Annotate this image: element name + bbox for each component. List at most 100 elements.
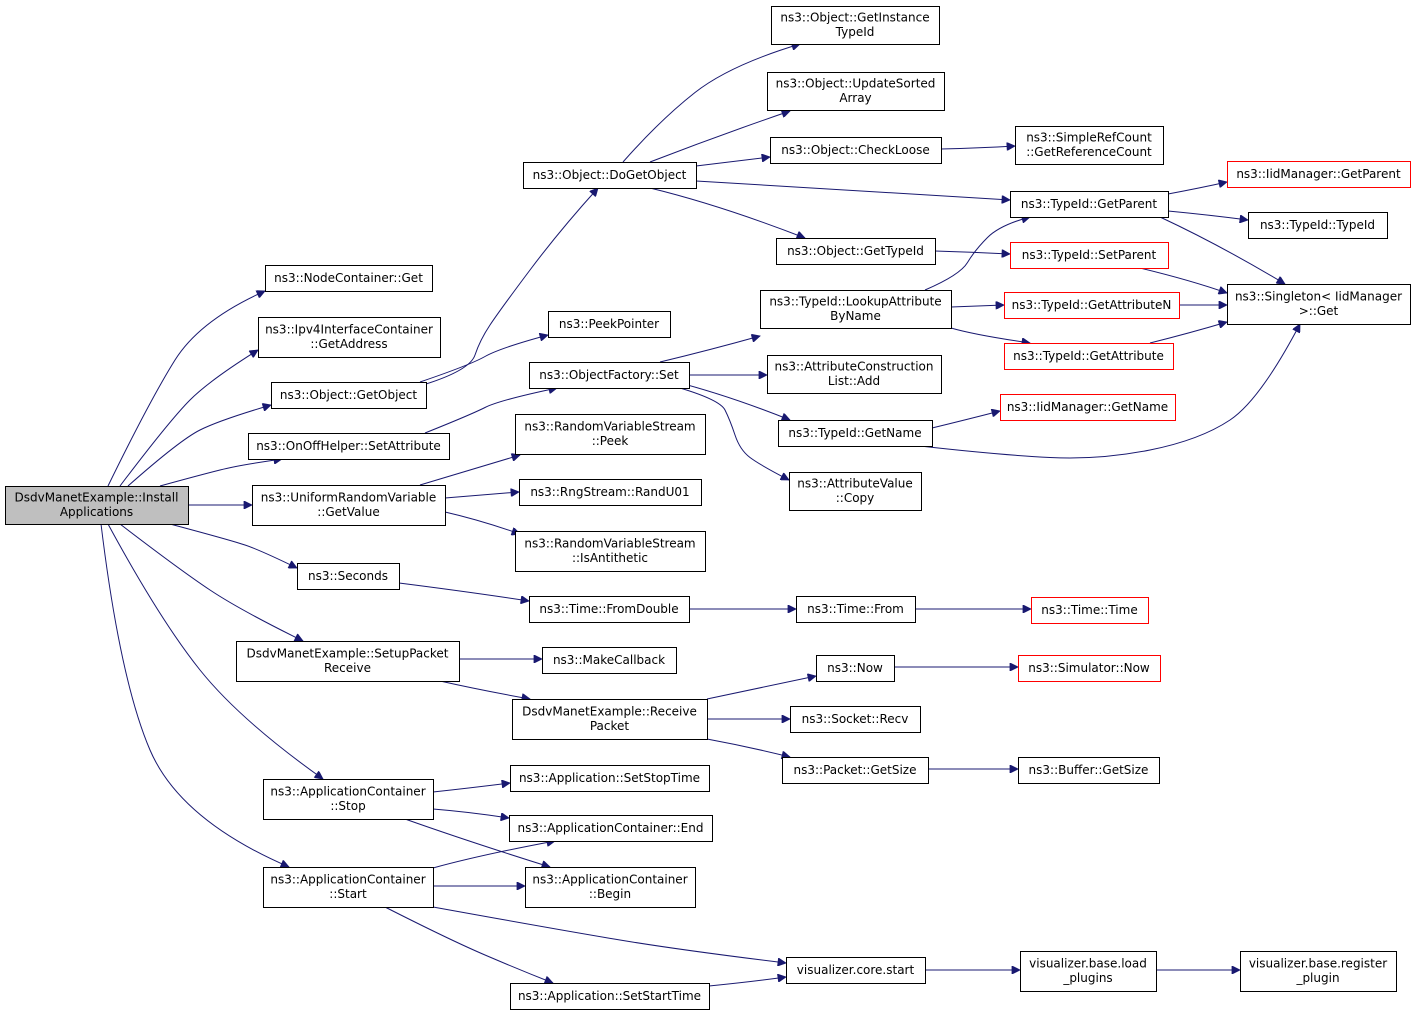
call-edge-tid_getname-to-singleton_get — [919, 324, 1301, 459]
call-edge-app_setstart-to-viz_core_start — [708, 977, 786, 987]
node-box — [5, 486, 189, 525]
function-node-obj-dogetobject[interactable]: ns3::Object::DoGetObject — [523, 162, 697, 189]
node-label: DsdvManetExample::SetupPacket — [247, 647, 449, 661]
function-node-obj-getobject[interactable]: ns3::Object::GetObject — [271, 382, 427, 409]
function-node-time-fromdouble[interactable]: ns3::Time::FromDouble — [529, 596, 690, 623]
node-label: ns3::AttributeConstruction — [775, 360, 934, 374]
node-box — [1227, 161, 1411, 188]
call-edge-recv_packet-to-packet_getsize — [706, 738, 790, 757]
function-node-src-getrefcount[interactable]: ns3::SimpleRefCount::GetReferenceCount — [1015, 126, 1164, 165]
function-node-obj-checkloose[interactable]: ns3::Object::CheckLoose — [770, 137, 942, 164]
function-node-attrval-copy[interactable]: ns3::AttributeValue::Copy — [789, 472, 922, 511]
node-box — [770, 137, 942, 164]
node-label: ns3::RngStream::RandU01 — [530, 485, 689, 499]
call-edge-obj_dogetobject-to-tid_getparent — [695, 180, 1010, 200]
node-label: List::Add — [828, 374, 880, 388]
function-node-tid-typeid[interactable]: ns3::TypeId::TypeId — [1248, 212, 1388, 239]
function-node-nc-get[interactable]: ns3::NodeContainer::Get — [265, 265, 433, 292]
function-node-tid-getattrn[interactable]: ns3::TypeId::GetAttributeN — [1004, 292, 1180, 319]
function-node-urv-getvalue[interactable]: ns3::UniformRandomVariable::GetValue — [252, 485, 446, 526]
function-node-tid-setparent[interactable]: ns3::TypeId::SetParent — [1010, 242, 1169, 269]
function-node-packet-getsize[interactable]: ns3::Packet::GetSize — [782, 757, 929, 784]
node-label: ns3::MakeCallback — [553, 653, 665, 667]
call-edge-root-to-onoff_setattr — [159, 459, 282, 487]
call-edge-tid_lookupattr-to-tid_getparent — [924, 217, 1030, 291]
function-node-time-time[interactable]: ns3::Time::Time — [1031, 597, 1149, 624]
function-node-tid-getname[interactable]: ns3::TypeId::GetName — [778, 420, 933, 447]
node-box — [1010, 242, 1169, 269]
node-box — [1227, 284, 1411, 325]
node-box — [529, 362, 690, 389]
function-node-sim-now[interactable]: ns3::Simulator::Now — [1018, 655, 1161, 682]
function-node-ac-begin[interactable]: ns3::ApplicationContainer::Begin — [525, 867, 696, 908]
node-label: Array — [839, 91, 871, 105]
node-box — [1015, 126, 1164, 165]
function-node-rvs-isanti[interactable]: ns3::RandomVariableStream::IsAntithetic — [515, 531, 706, 572]
node-box — [782, 757, 929, 784]
node-box — [778, 420, 933, 447]
function-node-makecallback[interactable]: ns3::MakeCallback — [542, 647, 677, 674]
function-node-iid-getname[interactable]: ns3::IidManager::GetName — [1000, 394, 1176, 421]
function-node-viz-registerplugin[interactable]: visualizer.base.register_plugin — [1240, 951, 1397, 992]
node-box — [252, 485, 446, 526]
node-box — [519, 479, 702, 506]
function-node-onoff-setattr[interactable]: ns3::OnOffHelper::SetAttribute — [248, 433, 450, 460]
call-edge-obj_dogetobject-to-obj_getinstance — [622, 44, 800, 163]
call-edge-root-to-setup_recv — [119, 523, 303, 641]
function-node-ac-end[interactable]: ns3::ApplicationContainer::End — [509, 815, 713, 842]
node-label: ::Begin — [589, 887, 631, 901]
node-label: ns3::ApplicationContainer — [532, 873, 687, 887]
function-node-socket-recv[interactable]: ns3::Socket::Recv — [790, 706, 921, 733]
node-label: ns3::Time::Time — [1041, 603, 1137, 617]
function-node-rng-randu01[interactable]: ns3::RngStream::RandU01 — [519, 479, 702, 506]
node-label: ::GetAddress — [310, 337, 387, 351]
node-label: ::GetValue — [317, 505, 379, 519]
call-edge-tid_lookupattr-to-tid_getattr — [950, 327, 1030, 343]
node-label: ns3::ApplicationContainer — [270, 785, 425, 799]
function-node-tid-getparent[interactable]: ns3::TypeId::GetParent — [1010, 191, 1169, 218]
call-edge-urv_getvalue-to-rvs_isanti — [444, 511, 520, 534]
function-node-obj-gettypeid[interactable]: ns3::Object::GetTypeId — [776, 238, 936, 265]
node-box — [297, 563, 400, 590]
node-box — [515, 414, 706, 455]
function-node-ipv4-getaddr[interactable]: ns3::Ipv4InterfaceContainer::GetAddress — [258, 317, 441, 358]
function-node-peekpointer[interactable]: ns3::PeekPointer — [548, 311, 671, 338]
function-node-tid-getattr[interactable]: ns3::TypeId::GetAttribute — [1004, 343, 1174, 370]
call-edge-of_set-to-attrval_copy — [679, 387, 789, 481]
node-box — [525, 867, 696, 908]
node-label: ns3::PeekPointer — [559, 317, 659, 331]
function-node-iid-getparent[interactable]: ns3::IidManager::GetParent — [1227, 161, 1411, 188]
function-node-now[interactable]: ns3::Now — [816, 655, 895, 682]
function-node-time-from[interactable]: ns3::Time::From — [796, 596, 916, 623]
node-box — [271, 382, 427, 409]
function-node-app-setstop[interactable]: ns3::Application::SetStopTime — [510, 765, 710, 792]
node-label: visualizer.base.register — [1249, 957, 1387, 971]
function-node-viz-loadplugins[interactable]: visualizer.base.load_plugins — [1020, 951, 1157, 992]
function-node-ac-stop[interactable]: ns3::ApplicationContainer::Stop — [263, 779, 434, 820]
node-label: ns3::SimpleRefCount — [1026, 131, 1152, 145]
node-box — [796, 596, 916, 623]
function-node-buffer-getsize[interactable]: ns3::Buffer::GetSize — [1018, 757, 1160, 784]
function-node-viz-core-start[interactable]: visualizer.core.start — [786, 957, 926, 984]
node-box — [786, 957, 926, 984]
call-edge-obj_getobject-to-peekpointer — [419, 335, 548, 383]
function-node-app-setstart[interactable]: ns3::Application::SetStartTime — [510, 983, 710, 1010]
function-node-seconds[interactable]: ns3::Seconds — [297, 563, 400, 590]
function-node-of-set[interactable]: ns3::ObjectFactory::Set — [529, 362, 690, 389]
call-edge-onoff_setattr-to-of_set — [424, 388, 557, 434]
function-node-singleton-get[interactable]: ns3::Singleton< IidManager>::Get — [1227, 284, 1411, 325]
call-edge-urv_getvalue-to-rng_randu01 — [444, 492, 519, 499]
function-node-rvs-peek[interactable]: ns3::RandomVariableStream::Peek — [515, 414, 706, 455]
node-label: ByName — [830, 309, 881, 323]
node-label: DsdvManetExample::Receive — [522, 705, 697, 719]
node-label: ::Peek — [592, 434, 629, 448]
call-edge-obj_checkloose-to-src_getrefcount — [940, 146, 1015, 149]
function-node-ac-start[interactable]: ns3::ApplicationContainer::Start — [263, 867, 434, 908]
